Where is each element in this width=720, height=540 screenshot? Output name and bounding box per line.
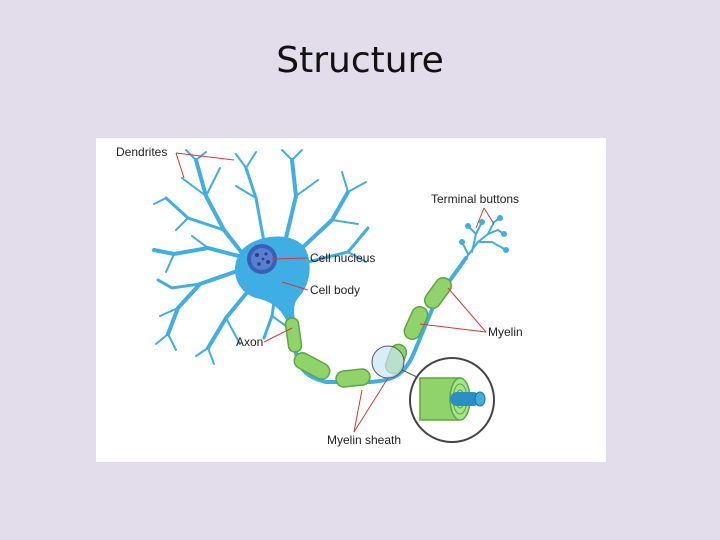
label-dendrites: Dendrites (116, 145, 167, 159)
leader-lines (175, 152, 495, 433)
neuron-diagram-svg: Dendrites Terminal buttons Cell nucleus … (116, 145, 523, 447)
label-cell-nucleus: Cell nucleus (310, 251, 375, 265)
label-terminal-buttons: Terminal buttons (431, 192, 519, 206)
label-axon: Axon (236, 335, 263, 349)
slide-title: Structure (276, 40, 444, 81)
neuron-diagram: Dendrites Terminal buttons Cell nucleus … (96, 138, 606, 462)
label-myelin: Myelin (488, 325, 523, 339)
terminal-button-knobs (459, 215, 509, 253)
label-cell-body: Cell body (310, 283, 360, 297)
cell-nucleus (247, 244, 277, 274)
label-myelin-sheath: Myelin sheath (327, 433, 401, 447)
axon-magnifier-lens (371, 345, 405, 379)
dendrites (152, 149, 370, 365)
myelin-sheath-inset (409, 357, 495, 443)
terminal-buttons (461, 217, 507, 259)
